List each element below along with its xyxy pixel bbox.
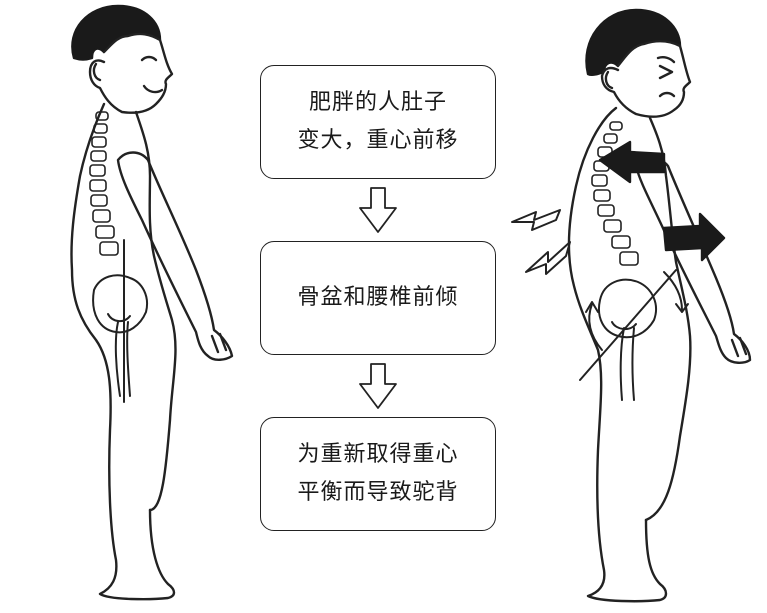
left-front-outline [134, 110, 177, 512]
right-back-force-arrow-icon [598, 140, 666, 184]
right-mouth [658, 91, 676, 98]
step-box-1: 肥胖的人肚子 变大，重心前移 [260, 65, 496, 179]
right-arm [634, 157, 752, 364]
flow-arrows [359, 187, 397, 409]
right-eye [658, 64, 674, 80]
flow-arrow-2-icon [359, 363, 397, 409]
left-arm [116, 151, 234, 361]
right-spine [591, 121, 639, 266]
left-hand-fingers [210, 332, 228, 354]
right-tilt-line [579, 269, 677, 381]
right-pelvis [598, 278, 657, 339]
right-pain-bolt-lower-icon [525, 241, 571, 275]
right-ear [604, 70, 614, 90]
left-femur [114, 321, 131, 397]
step-3-line-2: 平衡而导致驼背 [297, 480, 459, 505]
step-1-line-1: 肥胖的人肚子 [308, 90, 447, 115]
left-mouth [142, 84, 164, 94]
right-back-outline [567, 106, 668, 603]
left-eye [140, 55, 158, 62]
right-femur [619, 327, 635, 401]
right-belly-outline [644, 116, 692, 522]
step-3-line-1: 为重新取得重心 [297, 442, 459, 467]
right-pelvis-rotation-arrow-left-head [585, 301, 599, 313]
left-ear [92, 62, 102, 82]
right-hand-fingers [730, 336, 748, 358]
right-pelvis-rotation-arrow-right [663, 271, 683, 311]
right-belly-force-arrow-icon [662, 212, 726, 262]
right-face [600, 40, 692, 118]
left-spine [89, 111, 119, 256]
right-pelvis-rotation-arrow-right-head [675, 303, 689, 313]
left-face [88, 32, 174, 114]
flow-arrow-1-icon [359, 187, 397, 233]
step-1-line-2: 变大，重心前移 [297, 128, 459, 153]
right-brow [656, 56, 676, 64]
step-2-line-1: 骨盆和腰椎前倾 [297, 285, 459, 310]
left-figure [70, 4, 234, 601]
right-pelvis-rotation-arrow-left [588, 303, 603, 351]
step-box-2: 骨盆和腰椎前倾 [260, 241, 496, 355]
left-back-outline [70, 102, 176, 601]
right-pain-bolt-upper-icon [511, 209, 561, 231]
right-figure [511, 8, 752, 603]
left-pelvis [92, 274, 148, 334]
step-box-3: 为重新取得重心 平衡而导致驼背 [260, 417, 496, 531]
